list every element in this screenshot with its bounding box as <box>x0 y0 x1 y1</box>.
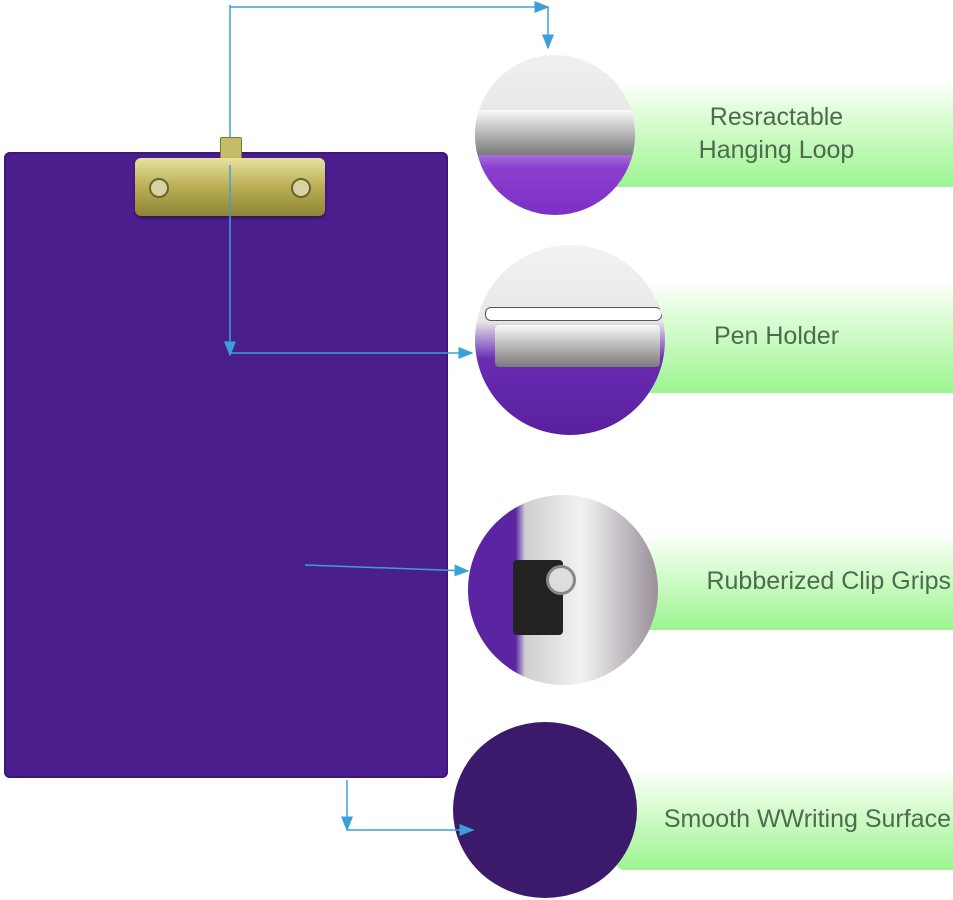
feature-text: Pen Holder <box>713 322 840 350</box>
detail-photo-hanging-loop <box>475 55 635 215</box>
feature-text-line2: Hanging Loop <box>698 135 855 164</box>
detail-photo-writing-surface <box>453 722 637 898</box>
rivet-right <box>291 178 311 198</box>
rivet-left <box>149 178 169 198</box>
clipboard-board <box>4 152 448 778</box>
detail-photo-pen-holder <box>475 245 665 435</box>
detail-photo-clip-grips <box>468 495 658 685</box>
clipboard-clip <box>135 158 325 216</box>
feature-text-line1: Resractable <box>709 102 844 131</box>
feature-label-clip-grips: Rubberized Clip Grips <box>620 532 953 630</box>
arrow-to-clip-grips <box>304 564 470 577</box>
feature-text: Rubberized Clip Grips <box>706 566 951 595</box>
arrow-to-hanging-loop <box>229 1 550 137</box>
feature-text: Smooth WWriting Surface <box>663 804 951 833</box>
feature-label-writing-surface: Smooth WWriting Surface <box>615 768 953 870</box>
